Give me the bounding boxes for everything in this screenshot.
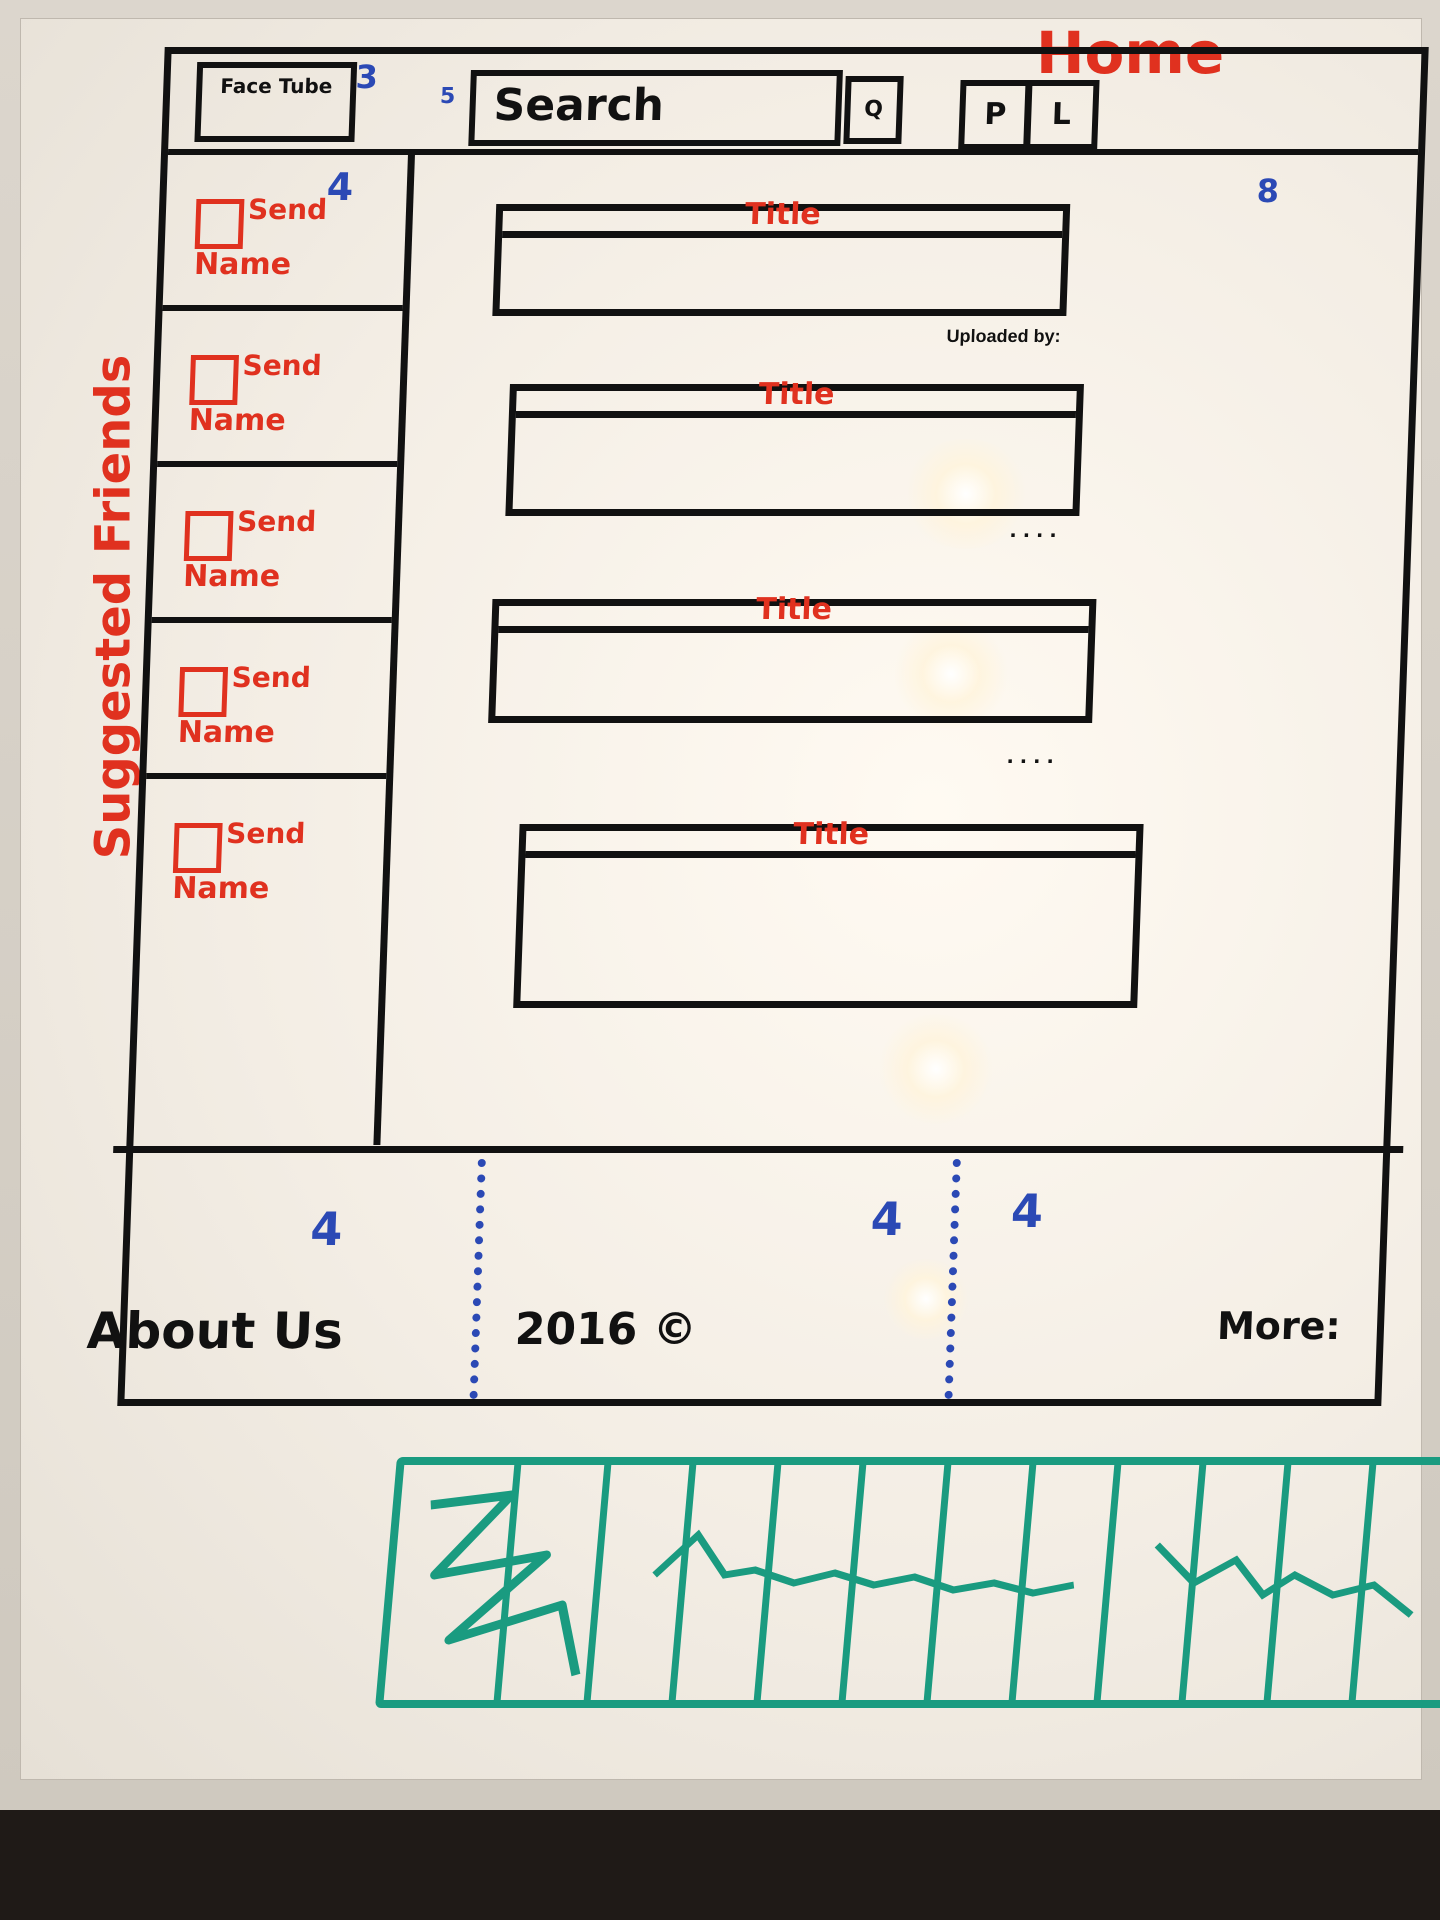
light-glare xyxy=(876,1014,996,1124)
avatar-icon xyxy=(172,823,223,873)
annotation-number: 4 xyxy=(1010,1184,1045,1238)
friend-name: Name xyxy=(177,715,276,750)
friend-name: Name xyxy=(193,247,292,282)
copyright-text: 2016 © xyxy=(514,1304,698,1355)
annotation-number: 8 xyxy=(1256,172,1280,210)
video-title: Title xyxy=(744,197,822,232)
avatar-icon xyxy=(189,355,239,405)
video-card[interactable]: Title xyxy=(492,197,1071,316)
footer-column-divider xyxy=(469,1159,496,1399)
friend-name: Name xyxy=(182,559,281,594)
video-title-bar: Title xyxy=(515,377,1077,418)
video-title-bar: Title xyxy=(502,197,1064,238)
friend-item: Send Name xyxy=(141,779,386,929)
send-request-button[interactable]: Send xyxy=(242,349,323,382)
send-request-button[interactable]: Send xyxy=(231,661,312,694)
more-link[interactable]: More: xyxy=(1216,1304,1342,1348)
video-title-bar: Title xyxy=(498,592,1090,633)
video-card[interactable]: Title xyxy=(505,377,1084,516)
video-title: Title xyxy=(792,817,870,852)
send-request-button[interactable]: Send xyxy=(236,505,317,538)
friend-item: Send Name xyxy=(146,623,392,779)
video-meta: . . . . xyxy=(1006,742,1055,769)
whiteboard: Home Suggested Friends Face Tube 3 5 Sea… xyxy=(20,18,1440,1780)
friend-name: Name xyxy=(188,403,287,438)
logo-text: Face Tube xyxy=(219,74,333,98)
teal-scribble xyxy=(430,1490,1414,1677)
avatar-icon xyxy=(183,511,234,561)
friend-name: Name xyxy=(171,871,270,906)
light-glare xyxy=(891,619,1011,729)
light-glare xyxy=(901,439,1031,549)
about-us-link[interactable]: About Us xyxy=(85,1302,345,1360)
annotation-number: 5 xyxy=(439,84,456,109)
send-request-button[interactable]: Send xyxy=(225,817,306,850)
profile-button[interactable]: P xyxy=(958,80,1033,150)
video-meta: . . . . xyxy=(1009,516,1058,543)
video-title: Title xyxy=(758,377,836,412)
annotation-number: 3 xyxy=(355,58,379,96)
footer-divider xyxy=(113,1146,1404,1153)
avatar-icon xyxy=(178,667,229,717)
friend-item: Send Name xyxy=(151,467,398,623)
suggested-friends-sidebar: 4 Send Name Send Name Send Name xyxy=(133,155,415,1145)
whiteboard-frame: Home Suggested Friends Face Tube 3 5 Sea… xyxy=(0,0,1440,1810)
avatar-icon xyxy=(194,199,245,249)
home-label: Home xyxy=(1036,19,1225,87)
page-wireframe: Face Tube 3 5 Search Q P L 4 Send Name xyxy=(86,47,1429,1406)
video-card[interactable]: Title xyxy=(488,592,1097,723)
logo[interactable]: Face Tube xyxy=(194,62,358,142)
video-title: Title xyxy=(755,592,833,627)
footer-column-divider xyxy=(944,1159,971,1399)
light-glare xyxy=(881,1259,971,1339)
search-placeholder: Search xyxy=(492,80,665,131)
friend-item: Send Name xyxy=(157,311,403,467)
search-input[interactable]: Search xyxy=(468,70,843,146)
annotation-number: 4 xyxy=(869,1192,904,1246)
friend-item: Send Name xyxy=(162,155,408,311)
suggested-friends-label: Suggested Friends xyxy=(85,354,142,860)
teal-sketch-strip xyxy=(375,1457,1440,1708)
search-button[interactable]: Q xyxy=(843,76,904,144)
video-meta: Uploaded by: xyxy=(946,326,1062,346)
annotation-number: 4 xyxy=(309,1202,344,1256)
login-button[interactable]: L xyxy=(1023,80,1100,150)
send-request-button[interactable]: Send xyxy=(247,193,328,226)
video-card[interactable]: Title xyxy=(513,817,1144,1008)
video-title-bar: Title xyxy=(525,817,1137,858)
